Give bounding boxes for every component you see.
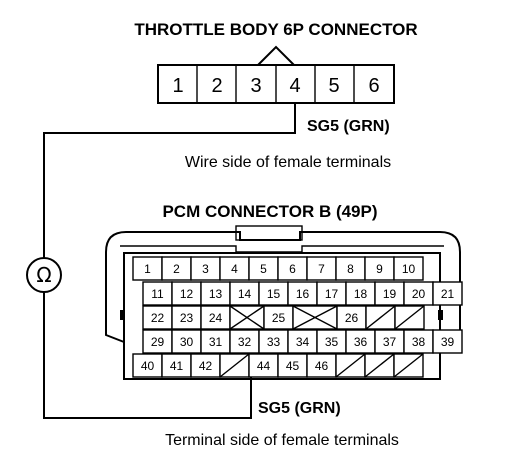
blank-cavity-mark [364, 353, 395, 378]
pcm-terminal-label: 12 [180, 287, 194, 301]
throttle-caption: Wire side of female terminals [185, 154, 391, 171]
pcm-terminal-label: 10 [402, 262, 416, 276]
pcm-terminal-label: 20 [412, 287, 426, 301]
pcm-terminal-label: 44 [257, 359, 271, 373]
pcm-terminal-label: 16 [296, 287, 310, 301]
pcm-terminal-label: 46 [315, 359, 329, 373]
throttle-pin-2: 2 [211, 75, 222, 97]
pcm-terminal-label: 4 [231, 262, 238, 276]
pcm-terminal-label: 2 [173, 262, 180, 276]
pcm-terminal-label: 41 [170, 359, 184, 373]
throttle-connector-pins: 1 2 3 4 5 6 [172, 75, 379, 97]
blank-cavity-mark [292, 305, 338, 330]
pcm-terminal-label: 1 [144, 262, 151, 276]
pcm-terminal-label: 34 [296, 335, 310, 349]
pcm-terminal-label: 8 [347, 262, 354, 276]
pcm-terminal-label: 5 [260, 262, 267, 276]
pcm-wire-label: SG5 (GRN) [258, 400, 341, 417]
pcm-terminal-label: 15 [267, 287, 281, 301]
pcm-terminal-21 [432, 281, 463, 306]
pcm-terminal-label: 26 [345, 311, 359, 325]
throttle-wire-label: SG5 (GRN) [307, 118, 390, 135]
pcm-terminal-label: 17 [325, 287, 339, 301]
pcm-terminal-label: 24 [209, 311, 223, 325]
blank-cavity-mark [229, 305, 265, 330]
pcm-terminal-label: 18 [354, 287, 368, 301]
blank-cavity-mark [365, 305, 396, 330]
pcm-caption: Terminal side of female terminals [165, 432, 399, 449]
blank-cavity-mark [394, 305, 425, 330]
pcm-terminal-label: 37 [383, 335, 397, 349]
test-lead-bottom [43, 292, 252, 419]
pcm-terminal-label: 38 [412, 335, 426, 349]
pcm-terminal-label: 39 [441, 335, 455, 349]
pcm-terminal-label: 30 [180, 335, 194, 349]
pcm-terminal-label: 13 [209, 287, 223, 301]
pcm-terminal-label: 7 [318, 262, 325, 276]
pcm-terminal-label: 23 [180, 311, 194, 325]
pcm-terminal-label: 29 [151, 335, 165, 349]
ohmmeter-symbol: Ω [36, 263, 51, 287]
pcm-terminal-label: 40 [141, 359, 155, 373]
pcm-terminal-label: 36 [354, 335, 368, 349]
pcm-connector-housing [105, 225, 461, 380]
pcm-terminal-label: 31 [209, 335, 223, 349]
pcm-terminal-label: 6 [289, 262, 296, 276]
blank-cavity-mark [335, 353, 366, 378]
pcm-terminal-label: 9 [376, 262, 383, 276]
pcm-connector-title: PCM CONNECTOR B (49P) [162, 202, 377, 221]
blank-cavity-mark [393, 353, 424, 378]
pcm-terminal-label: 45 [286, 359, 300, 373]
pcm-terminal-label: 35 [325, 335, 339, 349]
throttle-pin-4: 4 [289, 75, 300, 97]
throttle-connector-dividers [196, 65, 355, 103]
throttle-connector-latch [257, 45, 295, 66]
throttle-pin-1: 1 [172, 75, 183, 97]
pcm-terminal-10 [393, 256, 424, 281]
blank-cavity-mark [219, 353, 250, 378]
pcm-terminal-label: 19 [383, 287, 397, 301]
throttle-pin-6: 6 [368, 75, 379, 97]
pcm-terminal-label: 42 [199, 359, 213, 373]
pcm-terminal-label: 22 [151, 311, 165, 325]
pcm-terminal-label: 32 [238, 335, 252, 349]
test-lead-top [43, 103, 296, 258]
pcm-terminal-label: 25 [272, 311, 286, 325]
pcm-terminal-label: 14 [238, 287, 252, 301]
throttle-connector-title: THROTTLE BODY 6P CONNECTOR [134, 20, 417, 39]
throttle-pin-5: 5 [328, 75, 339, 97]
throttle-pin-3: 3 [250, 75, 261, 97]
pcm-terminal-label: 21 [441, 287, 455, 301]
pcm-terminal-label: 3 [202, 262, 209, 276]
pcm-terminal-39 [432, 329, 463, 354]
pcm-terminal-label: 11 [151, 287, 164, 301]
pcm-terminal-label: 33 [267, 335, 281, 349]
